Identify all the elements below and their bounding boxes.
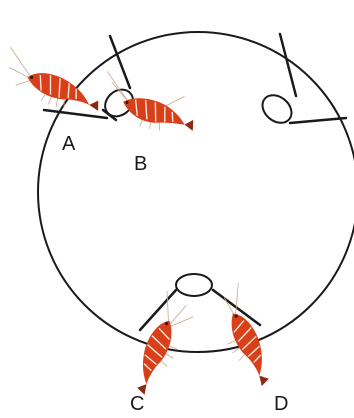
- label-d: D: [274, 393, 288, 415]
- label-a: A: [62, 133, 76, 155]
- arena-circle: [38, 32, 354, 352]
- shrimp-d-icon: [201, 283, 294, 389]
- shrimp-b-icon: [100, 71, 199, 134]
- label-c: C: [130, 393, 144, 415]
- label-b: B: [134, 153, 147, 175]
- shrimp-a-icon: [0, 47, 107, 116]
- opening-bottom: [176, 274, 212, 296]
- shrimp-c-icon: [114, 291, 202, 398]
